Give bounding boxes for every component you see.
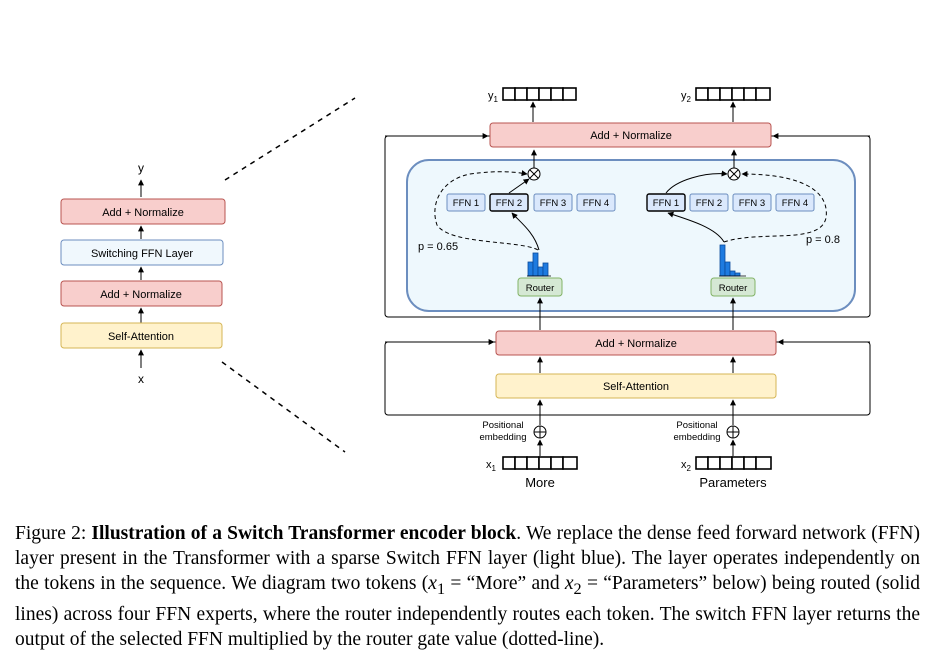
router-left bbox=[517, 277, 563, 297]
top-add-normalize-label: Add + Normalize bbox=[590, 130, 672, 142]
svg-text:FFN 2: FFN 2 bbox=[496, 198, 522, 209]
left-add-normalize-top bbox=[60, 198, 226, 225]
token-parameters: Parameters bbox=[699, 475, 767, 490]
prob-right: p = 0.8 bbox=[806, 234, 840, 246]
top-add-normalize bbox=[489, 122, 772, 148]
svg-text:FFN 3: FFN 3 bbox=[540, 198, 566, 209]
gate-dashed-left bbox=[434, 170, 539, 251]
svg-text:embedding: embedding bbox=[479, 432, 526, 443]
caption-prefix: Figure 2: bbox=[15, 523, 92, 544]
input-x2: x2 Parameters bbox=[681, 456, 772, 490]
svg-text:FFN 3: FFN 3 bbox=[739, 198, 765, 209]
gate-dashed-right bbox=[723, 171, 827, 243]
svg-text:FFN 1: FFN 1 bbox=[453, 198, 479, 209]
caption-math-x1: x bbox=[428, 573, 437, 594]
caption-math-x2: x bbox=[564, 573, 574, 594]
left-self-attention-label: Self-Attention bbox=[108, 331, 174, 343]
expert-ffn2-left bbox=[489, 193, 529, 212]
left-add-normalize-top-label: Add + Normalize bbox=[102, 207, 184, 219]
caption-math-x1-sub: 1 bbox=[436, 579, 446, 598]
svg-text:FFN 2: FFN 2 bbox=[696, 198, 722, 209]
multiply-node-left bbox=[527, 167, 541, 181]
token-more: More bbox=[525, 475, 555, 490]
svg-text:x2: x2 bbox=[681, 459, 692, 473]
expert-ffn2-right bbox=[689, 193, 729, 212]
figure-caption: Figure 2: Illustration of a Switch Trans… bbox=[15, 521, 920, 652]
switch-transformer-diagram: y Add + Normalize Switching FFN Layer Ad… bbox=[60, 87, 871, 490]
route-right-to-ffn1 bbox=[667, 211, 725, 243]
expert-ffn4-right bbox=[775, 193, 815, 212]
svg-text:FFN 4: FFN 4 bbox=[782, 198, 808, 209]
ffn2-to-multiply bbox=[508, 178, 530, 194]
svg-text:Positional: Positional bbox=[676, 420, 717, 431]
positional-embedding-left: Positional embedding bbox=[479, 420, 547, 443]
caption-text-3: = “Parameters” below) being routed (soli… bbox=[15, 573, 920, 650]
router-histogram-left bbox=[527, 252, 551, 277]
experts-left: FFN 1 FFN 2 FFN 3 FFN 4 bbox=[446, 193, 616, 212]
expert-ffn4-left bbox=[576, 193, 616, 212]
svg-text:Router: Router bbox=[719, 283, 748, 294]
router-histogram-right bbox=[719, 244, 746, 277]
svg-text:Router: Router bbox=[526, 283, 555, 294]
expert-ffn1-left bbox=[446, 193, 486, 212]
svg-text:FFN 1: FFN 1 bbox=[653, 198, 679, 209]
caption-title: Illustration of a Switch Transformer enc… bbox=[91, 523, 517, 544]
experts-right: FFN 1 FFN 2 FFN 3 FFN 4 bbox=[646, 193, 815, 212]
input-x1: x1 More bbox=[486, 456, 578, 490]
expert-ffn3-right bbox=[732, 193, 772, 212]
positional-embedding-right: Positional embedding bbox=[673, 420, 740, 443]
caption-text-2: = “More” and bbox=[445, 573, 565, 594]
left-add-normalize-bottom-label: Add + Normalize bbox=[100, 289, 182, 301]
svg-text:x1: x1 bbox=[486, 459, 497, 473]
left-output-y: y bbox=[138, 161, 144, 175]
svg-text:embedding: embedding bbox=[673, 432, 720, 443]
route-left-to-ffn2 bbox=[511, 212, 540, 251]
self-attention-label: Self-Attention bbox=[603, 381, 669, 393]
caption-text-1: . We replace the dense feed forward netw… bbox=[15, 523, 920, 594]
bottom-add-normalize bbox=[495, 330, 777, 356]
svg-text:y1: y1 bbox=[488, 90, 499, 104]
multiply-node-right bbox=[727, 167, 741, 181]
ffn1-to-multiply bbox=[665, 170, 728, 194]
left-switching-ffn-layer bbox=[60, 239, 224, 266]
bottom-add-normalize-label: Add + Normalize bbox=[595, 338, 677, 350]
left-encoder-block: y Add + Normalize Switching FFN Layer Ad… bbox=[60, 161, 226, 386]
zoom-line-bottom bbox=[221, 361, 346, 453]
left-add-normalize-bottom bbox=[60, 280, 223, 307]
left-switching-ffn-label: Switching FFN Layer bbox=[91, 248, 193, 260]
output-y2: y2 bbox=[681, 87, 771, 104]
left-self-attention bbox=[60, 322, 223, 349]
output-y1: y1 bbox=[488, 87, 577, 104]
prob-left: p = 0.65 bbox=[418, 241, 458, 253]
svg-text:y2: y2 bbox=[681, 90, 692, 104]
svg-text:Positional: Positional bbox=[482, 420, 523, 431]
caption-math-x2-sub: 2 bbox=[573, 579, 582, 598]
expert-ffn1-right bbox=[646, 193, 686, 212]
router-right bbox=[710, 277, 756, 297]
zoom-line-top bbox=[224, 97, 356, 181]
svg-text:FFN 4: FFN 4 bbox=[583, 198, 609, 209]
expert-ffn3-left bbox=[533, 193, 573, 212]
left-input-x: x bbox=[138, 372, 144, 386]
self-attention bbox=[495, 373, 777, 399]
